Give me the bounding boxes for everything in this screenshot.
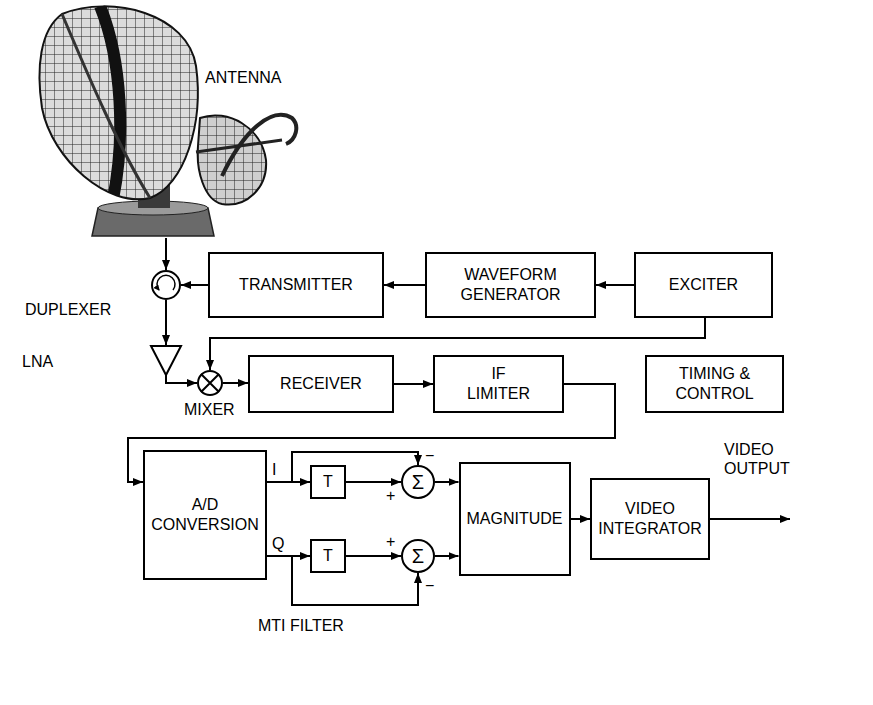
circle-outline bbox=[197, 370, 223, 396]
box-text: A/D CONVERSION bbox=[149, 495, 261, 535]
box-text: T bbox=[323, 472, 333, 492]
circle-outline bbox=[198, 371, 222, 395]
process-box: VIDEO INTEGRATOR bbox=[590, 478, 710, 560]
box-text: T bbox=[323, 546, 333, 566]
output-arrow bbox=[710, 518, 790, 520]
delay-box: T bbox=[310, 465, 346, 499]
amplifier-triangle: LNA bbox=[150, 345, 182, 375]
process-box: WAVEFORM GENERATOR bbox=[425, 252, 596, 318]
mixer-circle: MIXER bbox=[197, 370, 223, 396]
part-label: LNA bbox=[22, 352, 53, 372]
box-text: VIDEO INTEGRATOR bbox=[596, 499, 704, 539]
signal-connector bbox=[384, 284, 425, 286]
signal-name: I bbox=[272, 460, 276, 479]
signal-connector bbox=[165, 300, 167, 345]
box-text: TIMING & CONTROL bbox=[651, 364, 778, 404]
triangle-outline bbox=[151, 346, 181, 375]
signal-connector bbox=[346, 555, 401, 557]
signal-connector bbox=[571, 518, 591, 520]
box-text: EXCITER bbox=[669, 275, 738, 295]
circle-outline bbox=[402, 540, 434, 572]
process-box: IF LIMITER bbox=[433, 355, 564, 413]
signal-connector bbox=[394, 383, 433, 385]
box-text: IF LIMITER bbox=[464, 364, 534, 404]
box-text: RECEIVER bbox=[280, 374, 362, 394]
dish-rib bbox=[62, 14, 150, 198]
signal-connector bbox=[346, 481, 401, 483]
signal-connector bbox=[165, 238, 167, 270]
box-text: WAVEFORM GENERATOR bbox=[431, 265, 590, 305]
delay-box: T bbox=[310, 539, 346, 573]
process-box: TRANSMITTER bbox=[208, 252, 384, 318]
duplexer-circle: DUPLEXER bbox=[151, 270, 181, 300]
process-box: EXCITER bbox=[634, 252, 773, 318]
part-label: MIXER bbox=[184, 400, 235, 420]
dish-mesh bbox=[30, 0, 210, 210]
signal-connector bbox=[166, 375, 197, 383]
circle-outline bbox=[402, 466, 434, 498]
circulator-arrow bbox=[157, 275, 175, 290]
part-label: DUPLEXER bbox=[25, 300, 111, 320]
triangle-outline bbox=[150, 345, 182, 375]
box-text: TRANSMITTER bbox=[239, 275, 353, 295]
group-label: MTI FILTER bbox=[258, 616, 344, 635]
summer-circle: Σ bbox=[401, 465, 435, 499]
box-text: MAGNITUDE bbox=[467, 509, 563, 529]
part-label: ANTENNA bbox=[205, 68, 281, 88]
box-text: Σ bbox=[412, 544, 424, 569]
mixer-cross bbox=[201, 374, 219, 392]
signal-connector bbox=[223, 382, 248, 384]
process-box: RECEIVER bbox=[248, 355, 394, 413]
output-label: VIDEO OUTPUT bbox=[724, 440, 796, 478]
summer-circle: Σ bbox=[401, 539, 435, 573]
signal-connector bbox=[435, 555, 459, 557]
circle-outline bbox=[152, 271, 180, 299]
signal-name: Q bbox=[272, 534, 284, 553]
signal-connector bbox=[435, 481, 459, 483]
process-box: TIMING & CONTROL bbox=[645, 355, 784, 413]
sign-label: − bbox=[425, 576, 434, 595]
box-text: Σ bbox=[412, 470, 424, 495]
signal-connector bbox=[181, 284, 208, 286]
signal-connector bbox=[596, 284, 634, 286]
circle-outline bbox=[151, 270, 181, 300]
process-box: A/D CONVERSION bbox=[143, 450, 267, 580]
sign-label: − bbox=[425, 446, 434, 465]
feed-strut bbox=[196, 140, 282, 152]
process-box: MAGNITUDE bbox=[459, 462, 571, 576]
antenna-drawing bbox=[30, 0, 296, 236]
sign-label: + bbox=[386, 532, 395, 551]
sign-label: + bbox=[386, 486, 395, 505]
antenna: ANTENNA bbox=[30, 2, 300, 238]
